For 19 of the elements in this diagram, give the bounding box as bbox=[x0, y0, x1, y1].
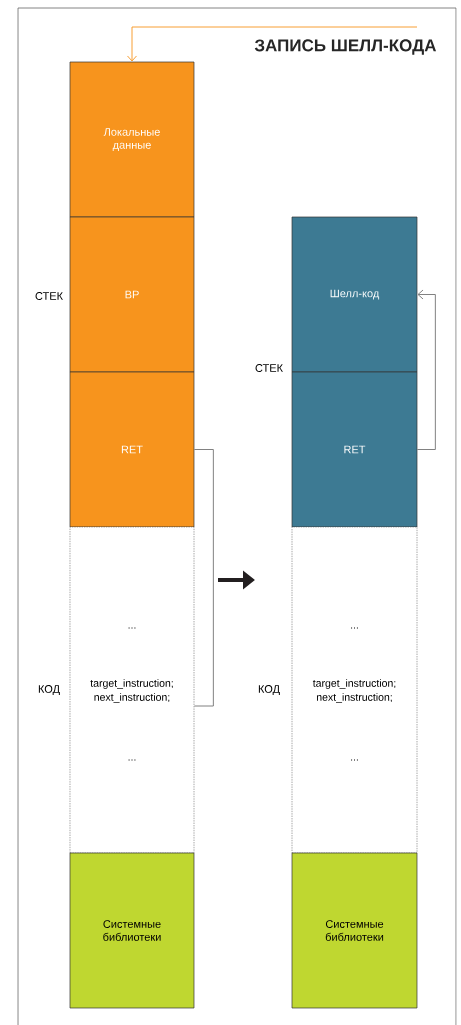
code-text: ... bbox=[128, 627, 136, 629]
code-text: target_instruction; next_instruction; bbox=[312, 679, 396, 703]
memory-block: Локальные данные bbox=[69, 61, 195, 218]
code-text: ... bbox=[128, 759, 136, 761]
memory-block: Системные библиотеки bbox=[291, 852, 418, 1009]
memory-block: Системные библиотеки bbox=[69, 852, 195, 1009]
memory-block: BP bbox=[69, 216, 195, 373]
side-label: КОД bbox=[38, 685, 60, 695]
arrow bbox=[127, 26, 418, 62]
side-label: КОД bbox=[258, 685, 280, 695]
code-text: ... bbox=[351, 627, 358, 629]
arrow bbox=[416, 289, 436, 450]
memory-block: RET bbox=[69, 371, 195, 528]
memory-block: Шелл-код bbox=[291, 216, 418, 373]
title: ЗАПИСЬ ШЕЛЛ-КОДА bbox=[254, 39, 437, 55]
memory-block: RET bbox=[291, 371, 418, 528]
code-text: target_instruction; next_instruction; bbox=[90, 679, 173, 703]
code-text: ... bbox=[351, 759, 358, 761]
side-label: СТЕК bbox=[255, 364, 283, 372]
